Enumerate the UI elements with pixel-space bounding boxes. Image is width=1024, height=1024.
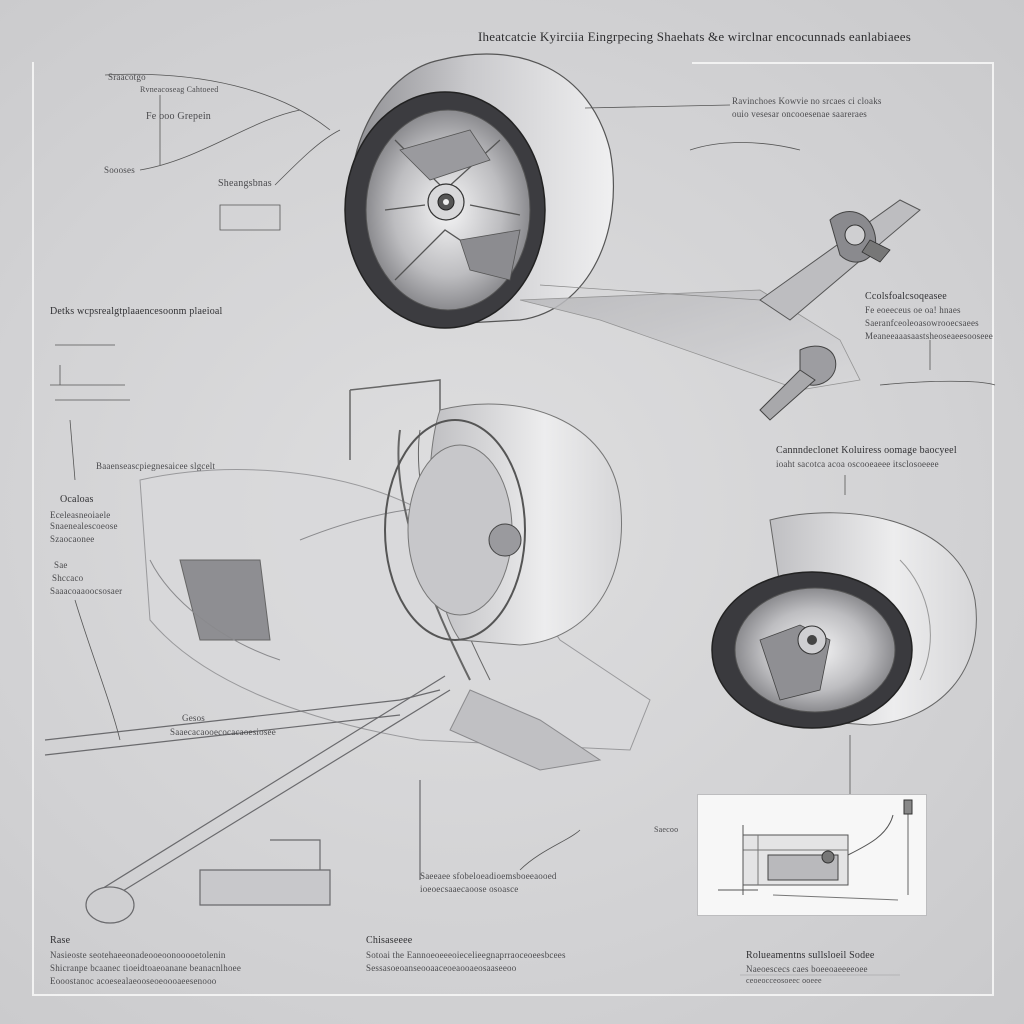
top-drum-assembly [344,53,614,329]
callout-right-mid-line1: Fe eoeeceus oe oa! hnaes [865,305,961,315]
callout-center-small2: Saaecacaooecocacaoesiosee [170,727,276,737]
callout-left-note-b: Eceleasneoiaele [50,510,111,520]
callout-top-left-d: Sheangsbnas [218,178,272,189]
callout-bottom-left-line1: Nasieoste seotehaeeonadeooeoonooooetolen… [50,950,226,960]
callout-center-small: Gesos [182,713,205,723]
inset-detail-panel [697,794,927,916]
callout-top-left-a: Sraacotgo [108,72,146,82]
callout-small-tag: Saecoo [654,825,679,834]
inset-detail-drawing [718,799,913,901]
center-chassis [139,379,651,771]
callout-left-note-f: Shccaco [52,573,84,583]
callout-left-note-head: Baaenseascpiegnesaicee slgcelt [96,461,216,471]
callout-top-left-tag: Rvneacoseag Cahtoeed [140,85,219,94]
callout-left-note-e: Sae [54,560,68,570]
callout-right-line2: ioaht sacotca acoa oscooeaeee itsclosoee… [776,459,939,469]
callout-left-note-g: Saaacoaaoocsosaer [50,586,123,596]
callout-mid-left-head: Detks wcpsrealgtplaaencesoonm plaeioal [50,306,223,317]
callout-bottom-mid-head: Chisaseeee [366,935,413,946]
right-fitting [759,199,921,421]
callout-bottom-right-line2: ceoeocceosoeec ooeee [746,976,822,985]
right-drum-assembly [711,512,977,729]
callout-right-head2: Cannndeclonet Koluiress oomage baocyeel [776,445,957,456]
callout-right-mid-line2: Saeranfceoleoasowrooecsaees [865,318,979,328]
leader-lines [50,73,996,871]
callout-bottom-right-line1: Naeoescecs caes boeeoaeeeeoee [746,964,868,974]
callout-bottom-center-line2: ioeoecsaaecaoose osoasce [420,884,519,894]
callout-top-right-line2: ouio vesesar oncooesenae saareraes [732,109,867,119]
callout-top-left-b: Fe ooo Grepein [146,111,212,122]
center-drum-assembly [384,403,622,646]
callout-top-right-line1: Ravinchoes Kowvie no srcaes ci cloaks [732,96,882,106]
callout-left-note-a: Ocaloas [60,494,94,505]
callout-bottom-left-head: Rase [50,935,71,946]
callout-right-mid-head: Ccolsfoalcsoqeasee [865,291,947,302]
callout-left-note-c: Snaenealescoeose [50,521,118,531]
callout-top-left-c: Soooses [104,165,135,175]
drawing-title: Iheatcatcie Kyirciia Eingrpecing Shaehat… [478,29,912,44]
callout-right-mid-line3: Meaneeaaasaastsheoseaeesooseee [865,331,993,341]
frame-bottom-line [32,994,994,996]
frame-top-line [692,62,994,64]
frame-left-line [32,62,34,996]
callout-left-note-d: Szaocaonee [50,534,95,544]
callout-bottom-right-head: Rolueamentns sullsloeil Sodee [746,950,875,961]
callout-bottom-mid-line1: Sotoai the Eannoeoeeeoiecelieegnaprraoce… [366,950,566,960]
callout-bottom-left-line3: Eooostanoc acoesealaeooseoeoooaeesenooo [50,976,217,986]
callout-bottom-left-line2: Shicranpe bcaanec tioeidtoaeoanane beana… [50,963,242,973]
callout-bottom-mid-line2: Sessasoeoanseooaaceoeaooaeosaaseeoo [366,963,517,973]
callout-bottom-center-line1: Saeeaee sfobeloeadioemsboeeaooed [420,871,557,881]
frame-right-line [992,62,994,996]
diagonal-strut [44,675,451,924]
